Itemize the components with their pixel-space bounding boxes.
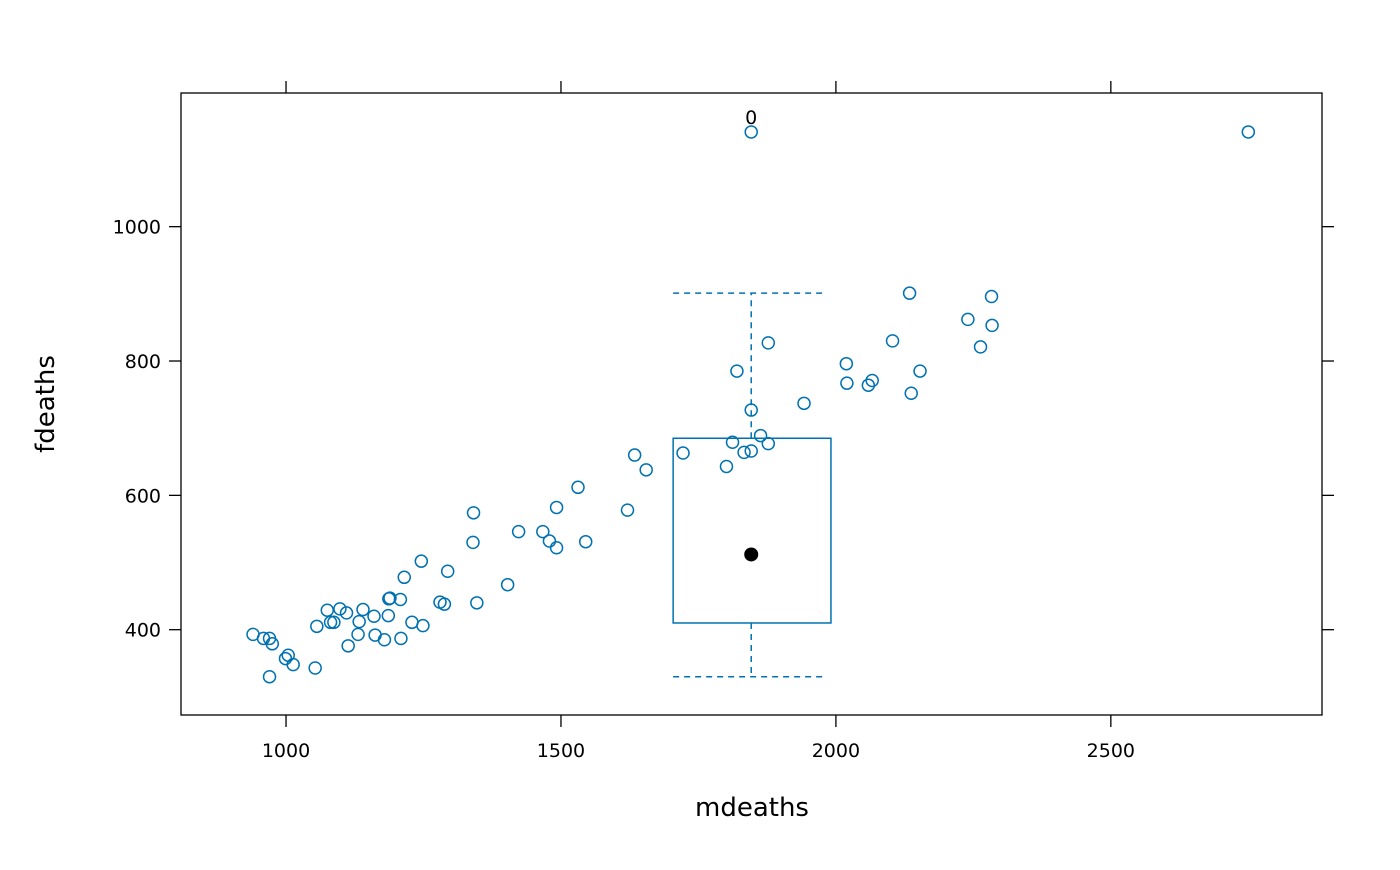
data-point: [333, 602, 347, 616]
data-point: [753, 428, 768, 443]
data-point: [913, 364, 927, 378]
y-tick-label: 600: [125, 485, 161, 507]
data-point: [620, 503, 635, 517]
data-point: [639, 463, 653, 477]
data-point: [744, 444, 758, 458]
data-point: [381, 608, 396, 623]
data-point: [730, 364, 744, 378]
data-point: [368, 628, 382, 642]
data-point: [320, 603, 335, 617]
data-point: [310, 619, 324, 634]
data-point: [719, 459, 734, 474]
data-point: [367, 609, 381, 624]
box-rect: [672, 437, 832, 624]
data-point: [382, 592, 396, 606]
data-point: [281, 648, 295, 662]
data-point: [466, 506, 481, 520]
data-point: [676, 446, 690, 460]
y-tick-label: 1000: [113, 217, 161, 239]
data-point: [725, 435, 740, 450]
data-point: [416, 618, 430, 633]
data-point: [327, 615, 341, 630]
data-point: [394, 631, 408, 646]
data-point: [351, 627, 365, 642]
outlier-label: 0: [745, 107, 757, 129]
data-point: [578, 534, 593, 549]
data-point: [437, 597, 452, 611]
data-point: [744, 403, 758, 417]
data-point: [549, 500, 564, 515]
y-tick-label: 400: [125, 620, 161, 642]
data-point: [377, 633, 392, 647]
data-point: [352, 614, 366, 629]
x-tick-label: 1000: [262, 740, 310, 762]
data-point: [341, 639, 355, 653]
y-tick-label: 800: [125, 351, 161, 373]
data-point: [397, 570, 412, 585]
data-point: [904, 386, 918, 401]
outlier-point: [744, 125, 758, 139]
data-point: [265, 637, 280, 651]
data-point: [414, 554, 429, 568]
data-point: [761, 436, 776, 451]
median-dot: [744, 547, 759, 562]
y-axis-label: fdeaths: [31, 355, 61, 453]
data-point: [861, 378, 876, 392]
plot-frame: [180, 92, 1323, 716]
x-tick-label: 1500: [537, 740, 585, 762]
data-point: [500, 577, 515, 592]
x-tick-label: 2500: [1087, 740, 1135, 762]
data-point: [511, 524, 526, 539]
x-tick-label: 2000: [812, 740, 860, 762]
data-point: [308, 661, 322, 675]
data-point: [536, 524, 550, 539]
data-point: [440, 564, 455, 579]
data-point: [1241, 125, 1256, 139]
data-point: [246, 627, 260, 642]
data-point: [902, 286, 917, 300]
data-point: [466, 535, 480, 550]
data-point: [761, 336, 776, 350]
data-point: [985, 318, 999, 333]
data-point: [973, 340, 988, 354]
data-point: [356, 602, 370, 617]
data-point: [840, 376, 854, 390]
data-point: [961, 312, 975, 327]
data-point: [262, 669, 277, 684]
data-point: [737, 445, 751, 460]
data-point: [470, 596, 484, 610]
data-point: [405, 615, 419, 630]
x-axis-label: mdeaths: [695, 793, 809, 823]
data-point: [339, 606, 354, 620]
data-point: [865, 373, 879, 388]
data-point: [984, 289, 999, 304]
data-point: [885, 334, 900, 348]
data-point: [797, 396, 811, 411]
data-point: [323, 615, 338, 630]
data-point: [571, 480, 585, 495]
data-point: [627, 448, 642, 462]
data-point: [542, 534, 557, 548]
data-point: [549, 540, 564, 555]
data-point: [839, 356, 854, 371]
data-point: [278, 651, 293, 666]
